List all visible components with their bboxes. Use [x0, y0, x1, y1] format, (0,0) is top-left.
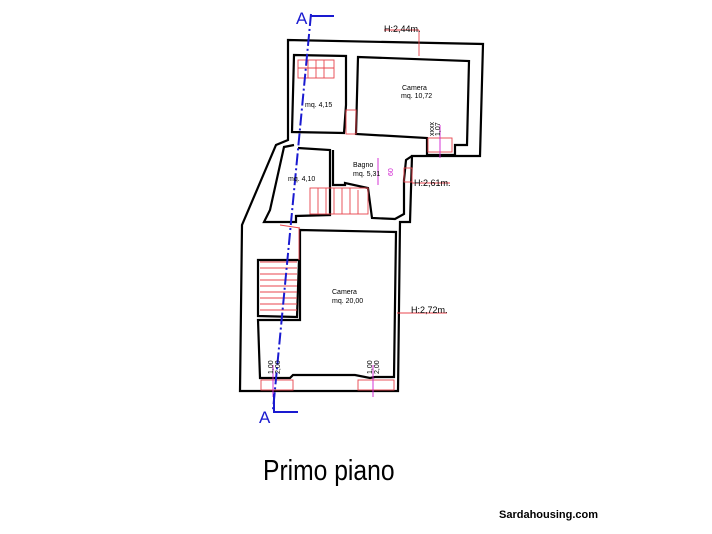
room-area-label: mq. 5,31: [353, 171, 380, 178]
opening-dim: 2,00: [374, 360, 381, 374]
room-storage-top-left: [290, 53, 348, 135]
outer-wall: [238, 38, 485, 393]
section-marker-bottom: A: [259, 408, 271, 427]
room-area-label: mq. 4,10: [288, 176, 315, 183]
height-label: H:2,44m.: [384, 24, 421, 34]
opening-dim: 60: [388, 168, 395, 176]
room-name-label: Camera: [332, 289, 357, 296]
watermark: Sardahousing.com: [499, 509, 599, 521]
room-area-label: mq. 10,72: [401, 93, 432, 100]
height-label: H:2,72m.: [411, 305, 448, 315]
stairs-top: [297, 59, 335, 79]
room-hallway: [262, 143, 332, 224]
openings: [260, 29, 453, 391]
room-camera-large: [256, 228, 398, 380]
room-area-label: mq. 4,15: [305, 102, 332, 109]
stairs-middle: [309, 187, 369, 215]
room-camera-top: [354, 55, 471, 157]
section-line: [272, 13, 312, 411]
opening-dim: xxxx: [429, 122, 436, 137]
section-marker-top: A: [296, 9, 308, 28]
stair-enclosure: [256, 258, 301, 319]
opening-dim: 1,00: [268, 360, 275, 374]
room-bagno: [331, 150, 413, 221]
opening-dim: 1,07: [435, 122, 442, 136]
opening-dim: 1,00: [367, 360, 374, 374]
room-name-label: Camera: [402, 85, 427, 92]
height-label: H:2,61m.: [414, 178, 451, 188]
floor-title: Primo piano: [263, 455, 395, 487]
stairs-left: [260, 224, 301, 311]
opening-dim: 2,00: [275, 360, 282, 374]
room-area-label: mq. 20,00: [332, 298, 363, 305]
room-name-label: Bagno: [353, 162, 373, 169]
